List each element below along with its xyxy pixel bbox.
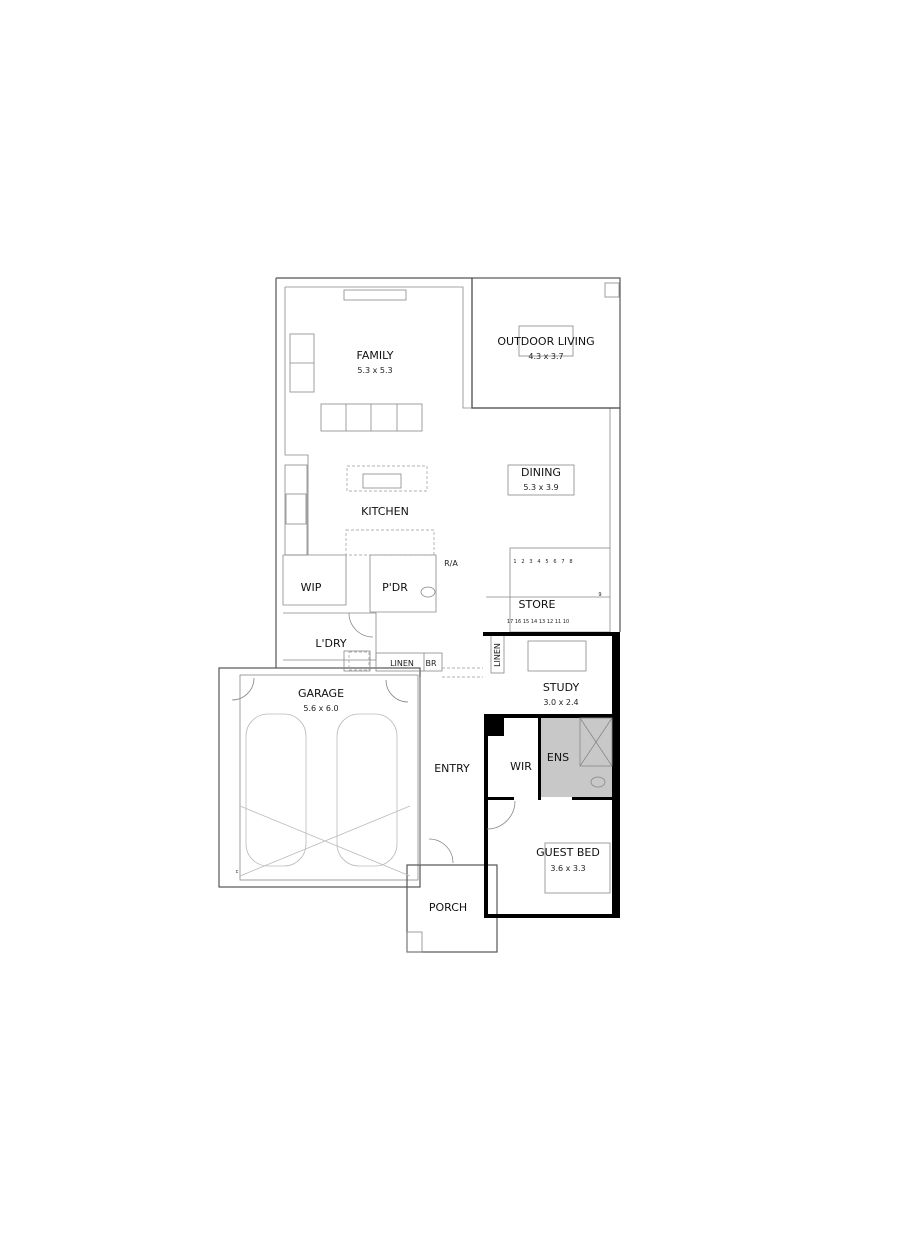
svg-text:13: 13: [539, 619, 545, 625]
label-entry: ENTRY: [434, 762, 470, 775]
svg-text:5: 5: [545, 559, 548, 565]
garage-area: [218, 667, 421, 888]
label-outdoor-living: OUTDOOR LIVING: [497, 335, 594, 348]
svg-text:4: 4: [537, 559, 540, 565]
porch-area: [406, 864, 498, 953]
label-wip: WIP: [301, 581, 322, 594]
svg-text:7: 7: [561, 559, 564, 565]
doors: [231, 612, 516, 864]
label-guest-bed: GUEST BED: [536, 846, 600, 859]
svg-text:2: 2: [521, 559, 524, 565]
sink-icon: [362, 473, 402, 489]
dim-garage: 5.6 x 6.0: [303, 704, 338, 713]
svg-text:15: 15: [523, 619, 529, 625]
label-store: STORE: [519, 598, 556, 611]
label-pdr: P'DR: [382, 581, 408, 594]
dim-family: 5.3 x 5.3: [357, 366, 392, 375]
label-dining: DINING: [521, 466, 561, 479]
cars: [239, 713, 411, 877]
svg-text:12: 12: [547, 619, 553, 625]
label-garage: GARAGE: [298, 687, 344, 700]
outdoor-table: [518, 325, 574, 357]
walls: [218, 277, 621, 953]
svg-text:1: 1: [513, 559, 516, 565]
thick-walls: [483, 632, 620, 918]
label-ra: R/A: [444, 559, 458, 568]
dim-dining: 5.3 x 3.9: [523, 483, 558, 492]
label-family: FAMILY: [357, 349, 394, 362]
outdoor-living-area: [471, 277, 621, 409]
label-wir: WIR: [510, 760, 532, 773]
label-ldry: L'DRY: [315, 637, 347, 650]
svg-text:10: 10: [563, 619, 569, 625]
svg-text:11: 11: [555, 619, 561, 625]
label-c: c: [236, 869, 239, 875]
svg-text:9: 9: [598, 592, 601, 598]
label-porch: PORCH: [429, 901, 467, 914]
stair-numbers: 1 2 3 4 5 6 7 8 9 10 11 12 13 14 15 16 1…: [507, 559, 602, 625]
svg-text:17: 17: [507, 619, 513, 625]
label-linen-2: LINEN: [493, 643, 502, 667]
svg-text:14: 14: [531, 619, 537, 625]
toilet-icon: [590, 776, 606, 788]
cooktop-icon: [285, 493, 307, 525]
svg-text:6: 6: [553, 559, 556, 565]
desk: [527, 640, 587, 672]
label-study: STUDY: [543, 681, 580, 694]
dim-study: 3.0 x 2.4: [543, 698, 578, 707]
dim-outdoor-living: 4.3 x 3.7: [528, 352, 563, 361]
label-kitchen: KITCHEN: [361, 505, 409, 518]
toilet-icon: [420, 586, 436, 598]
svg-text:8: 8: [569, 559, 572, 565]
ensuite-floor: [541, 718, 612, 797]
svg-text:16: 16: [515, 619, 521, 625]
kitchen-island: [346, 465, 428, 492]
room-labels: FAMILY 5.3 x 5.3 OUTDOOR LIVING 4.3 x 3.…: [236, 335, 600, 914]
bed: [544, 842, 611, 894]
label-linen: LINEN: [390, 659, 414, 668]
svg-text:3: 3: [529, 559, 532, 565]
label-ens: ENS: [547, 751, 569, 764]
label-br: BR: [425, 659, 436, 668]
dim-guest-bed: 3.6 x 3.3: [550, 864, 585, 873]
furniture: [284, 289, 611, 894]
dining-table: [507, 464, 575, 496]
shower: [579, 717, 613, 767]
